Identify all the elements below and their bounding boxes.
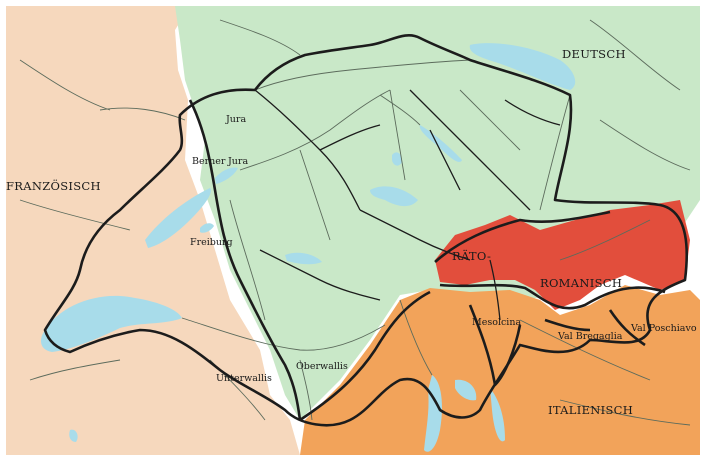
label-italienisch: ITALIENISCH	[548, 403, 633, 417]
label-jura: Jura	[225, 114, 246, 125]
lake-lucerne	[370, 186, 418, 207]
mesolcina-outline	[468, 304, 522, 387]
language-boundaries	[43, 34, 689, 427]
river-saane	[229, 199, 266, 321]
river-german-north-1	[219, 19, 301, 56]
val-poschiavo-outline	[608, 309, 646, 347]
canton-border-3	[409, 89, 531, 211]
label-val-bregaglia: Val Bregaglia	[557, 331, 623, 342]
lake-lugano	[455, 379, 477, 401]
region-german-zone	[175, 6, 700, 420]
canton-border-1	[254, 89, 361, 211]
label-franzoesisch: FRANZÖSISCH	[6, 179, 101, 193]
canton-border-6	[504, 99, 561, 126]
river-emme	[299, 149, 331, 241]
river-french-3	[29, 359, 121, 381]
german-romansh-boundary	[434, 210, 611, 263]
lake-zurich	[419, 125, 462, 162]
lake-thun	[285, 252, 322, 265]
canton-border-5	[259, 249, 381, 301]
canton-borders	[254, 89, 561, 321]
river-doubs	[99, 107, 186, 121]
region-italian-zone	[300, 285, 700, 455]
river-french-1	[19, 59, 111, 111]
river-german-north-2	[589, 19, 681, 91]
canton-border-2	[319, 124, 381, 151]
river-ticino	[399, 299, 433, 376]
river-french-2	[19, 199, 131, 231]
canton-border-4	[359, 209, 471, 261]
label-val-poschiavo: Val Poschiavo	[630, 323, 697, 334]
canton-border-7	[429, 129, 461, 191]
lake-geneva	[40, 295, 183, 352]
lake-como	[490, 388, 505, 442]
river-reuss	[389, 89, 406, 181]
river-thur	[459, 89, 521, 151]
german-italian-boundary	[299, 290, 431, 422]
lake-biel	[215, 167, 238, 184]
label-unterwallis: Unterwallis	[216, 373, 272, 384]
romansh-italian-boundary	[439, 283, 666, 310]
lake-zug	[392, 152, 402, 166]
val-bregaglia-outline	[544, 318, 591, 332]
lake-constance	[469, 43, 576, 90]
map-labels: DEUTSCH FRANZÖSISCH RÄTO- ROMANISCH ITAL…	[6, 47, 697, 417]
canton-border-8	[489, 259, 501, 321]
lakes	[40, 43, 576, 452]
label-berner: Berner	[192, 156, 226, 167]
river-rhine-upper	[539, 94, 571, 211]
label-rato: RÄTO-	[452, 249, 491, 263]
swiss-national-border	[43, 34, 689, 427]
lake-neuchatel	[145, 188, 211, 248]
river-inn	[559, 219, 651, 261]
lake-small-jura	[69, 429, 78, 442]
river-limmat	[379, 94, 421, 126]
label-oberwallis: Oberwallis	[296, 361, 348, 372]
river-german-east	[599, 119, 691, 171]
river-aare	[239, 89, 391, 171]
label-berner-jura: Jura	[227, 156, 248, 167]
label-mesolcina: Mesolcina	[472, 317, 521, 328]
lake-murten	[200, 223, 214, 233]
label-romanisch: ROMANISCH	[540, 276, 622, 290]
lake-maggiore	[424, 375, 443, 452]
river-italian-1	[519, 319, 651, 381]
river-italian-2	[559, 399, 691, 426]
river-rhine-high	[254, 59, 471, 91]
label-freiburg: Freiburg	[190, 237, 233, 248]
french-german-boundary	[188, 99, 302, 421]
river-rhone	[181, 317, 386, 351]
river-valais-2	[299, 359, 313, 421]
label-deutsch: DEUTSCH	[562, 47, 626, 61]
